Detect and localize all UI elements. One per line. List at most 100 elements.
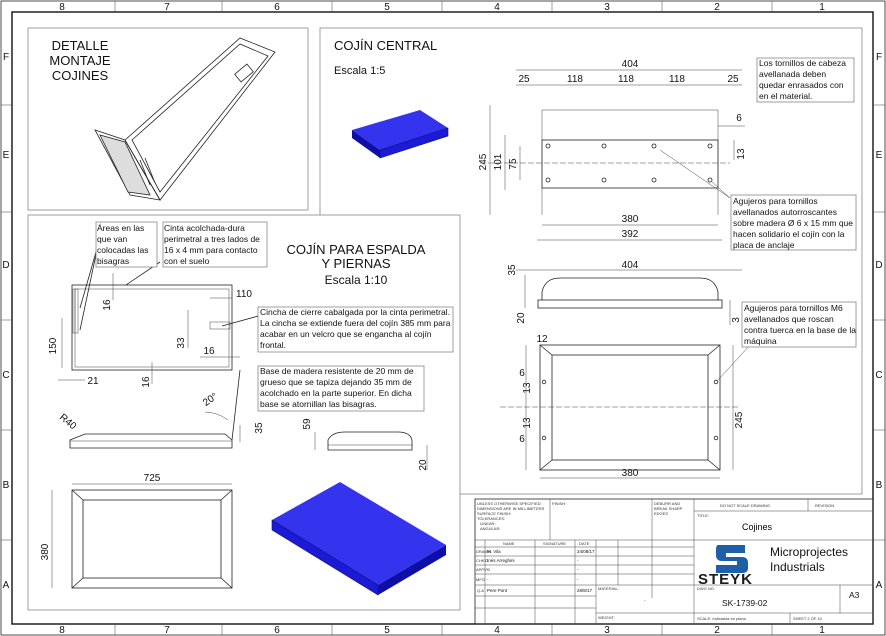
col-1: 1 — [819, 2, 825, 13]
col-4-bottom: 4 — [494, 625, 500, 636]
back-profile-view — [314, 431, 428, 470]
col-7-bottom: 7 — [164, 625, 170, 636]
note-hinges: Áreas en las que van colocadas las bisag… — [95, 221, 158, 268]
row-e: E — [3, 150, 10, 161]
row-b: B — [3, 480, 10, 491]
tb-unless-0: UNLESS OTHERWISE SPECIFIED: — [477, 501, 542, 506]
tb-revision: REVISION — [815, 503, 834, 508]
inner-border — [11, 11, 874, 625]
dim-150: 150 — [48, 337, 59, 354]
detail-title-2: MONTAJE — [49, 53, 110, 68]
row-d: D — [2, 260, 9, 271]
dim-13: 13 — [736, 148, 747, 160]
central-scale: Escala 1:5 — [334, 65, 385, 77]
central-3d-cushion — [352, 110, 449, 159]
back-title-1: COJÍN PARA ESPALDA — [287, 242, 426, 257]
back-top-view — [58, 244, 263, 441]
dim-380: 380 — [622, 214, 639, 225]
row-b-right: B — [876, 480, 883, 491]
back-side-view — [69, 411, 241, 449]
tb-date-approved: - — [577, 567, 579, 572]
tb-header-date: DATE — [579, 541, 590, 546]
col-4: 4 — [494, 2, 500, 13]
title-block: UNLESS OTHERWISE SPECIFIED: DIMENSIONS A… — [474, 498, 874, 625]
dim-16-top: 16 — [102, 299, 113, 311]
row-c-right: C — [875, 370, 882, 381]
tb-header-name: NAME — [503, 541, 515, 546]
col-5-bottom: 5 — [384, 625, 390, 636]
tb-deburr-1: BREAK SHARP — [654, 506, 683, 511]
central-top-view — [480, 69, 745, 241]
tb-dwg-no: SK-1739-02 — [722, 598, 768, 608]
dim-380-plan: 380 — [40, 543, 51, 560]
dim-3: 3 — [731, 317, 742, 323]
tb-material: - — [644, 598, 646, 603]
dim-35: 35 — [507, 264, 518, 276]
back-cushion-panel: COJÍN PARA ESPALDA Y PIERNAS Escala 1:10… — [27, 214, 461, 611]
row-a-right: A — [876, 580, 883, 591]
tb-size: A3 — [849, 590, 860, 600]
tb-date-mfg: - — [577, 577, 579, 582]
dim-20-profile: 20 — [418, 459, 429, 471]
tb-unless-5: ANGULAR: — [480, 526, 500, 531]
assembly-isometric — [94, 37, 276, 201]
dim-101: 101 — [493, 153, 504, 170]
steyk-logo: STEYK — [698, 545, 752, 588]
col-1-bottom: 1 — [819, 625, 825, 636]
central-side-view — [516, 269, 742, 325]
dim-118-b: 118 — [618, 74, 634, 85]
back-scale: Escala 1:10 — [325, 273, 388, 287]
dim-245-bottom: 245 — [734, 411, 745, 428]
detail-panel: DETALLE MONTAJE COJINES — [27, 27, 309, 211]
dim-725: 725 — [144, 473, 161, 484]
row-f: F — [3, 52, 9, 63]
tb-do-not-scale: DO NOT SCALE DRAWING — [720, 503, 770, 508]
tb-title: Cojines — [742, 522, 773, 532]
col-6-bottom: 6 — [274, 625, 280, 636]
tb-unless-3: TOLERANCES: — [477, 516, 505, 521]
tb-scale: SCALE: Indicadas en plano — [697, 616, 747, 621]
tb-date-checked: - — [577, 558, 579, 563]
tb-name-drawn: M. Vila — [487, 549, 501, 554]
tb-finish: FINISH: — [552, 501, 566, 506]
dim-33: 33 — [176, 337, 187, 349]
dim-13-a: 13 — [522, 382, 533, 394]
central-title: COJÍN CENTRAL — [334, 38, 437, 53]
dim-6-b: 6 — [519, 434, 525, 445]
row-f-right: F — [876, 52, 882, 63]
col-2-bottom: 2 — [714, 625, 720, 636]
dim-6-a: 6 — [519, 368, 525, 379]
central-bottom-view — [500, 344, 751, 479]
dim-35-side: 35 — [254, 422, 265, 434]
tb-name-mfg: - — [487, 577, 489, 582]
dim-392: 392 — [622, 229, 639, 240]
tb-date-drawn: 24/08/17 — [577, 549, 595, 554]
col-7: 7 — [164, 2, 170, 13]
tb-name-checked: Inés Arreghini — [487, 558, 515, 563]
row-c: C — [2, 370, 9, 381]
note-flush-screws: Los tornillos de cabeza avellanada deben… — [756, 57, 855, 103]
dim-20: 20 — [516, 312, 527, 324]
tb-dwg-no-label: DWG NO. — [697, 586, 715, 591]
dim-21: 21 — [87, 376, 99, 387]
detail-title-1: DETALLE — [52, 38, 109, 53]
tb-deburr-2: EDGES — [654, 511, 668, 516]
dim-25-left: 25 — [518, 74, 530, 85]
tb-role-approved: APPV'D — [476, 567, 490, 572]
dim-118-c: 118 — [669, 74, 685, 85]
note-strap: Cincha de cierre cabalgada por la cinta … — [257, 306, 454, 353]
tb-name-approved: - — [487, 567, 489, 572]
dim-6: 6 — [736, 113, 742, 124]
col-5: 5 — [384, 2, 390, 13]
dim-75: 75 — [508, 158, 519, 170]
col-3-bottom: 3 — [604, 625, 610, 636]
col-6: 6 — [274, 2, 280, 13]
note-base: Base de madera resistente de 20 mm de gr… — [257, 365, 425, 412]
tb-material-label: MATERIAL: — [598, 586, 619, 591]
back-title-2: Y PIERNAS — [321, 256, 390, 271]
tb-title-label: TITLE: — [697, 513, 709, 518]
tb-unless-2: SURFACE FINISH: — [477, 511, 511, 516]
dim-110: 110 — [236, 289, 252, 300]
